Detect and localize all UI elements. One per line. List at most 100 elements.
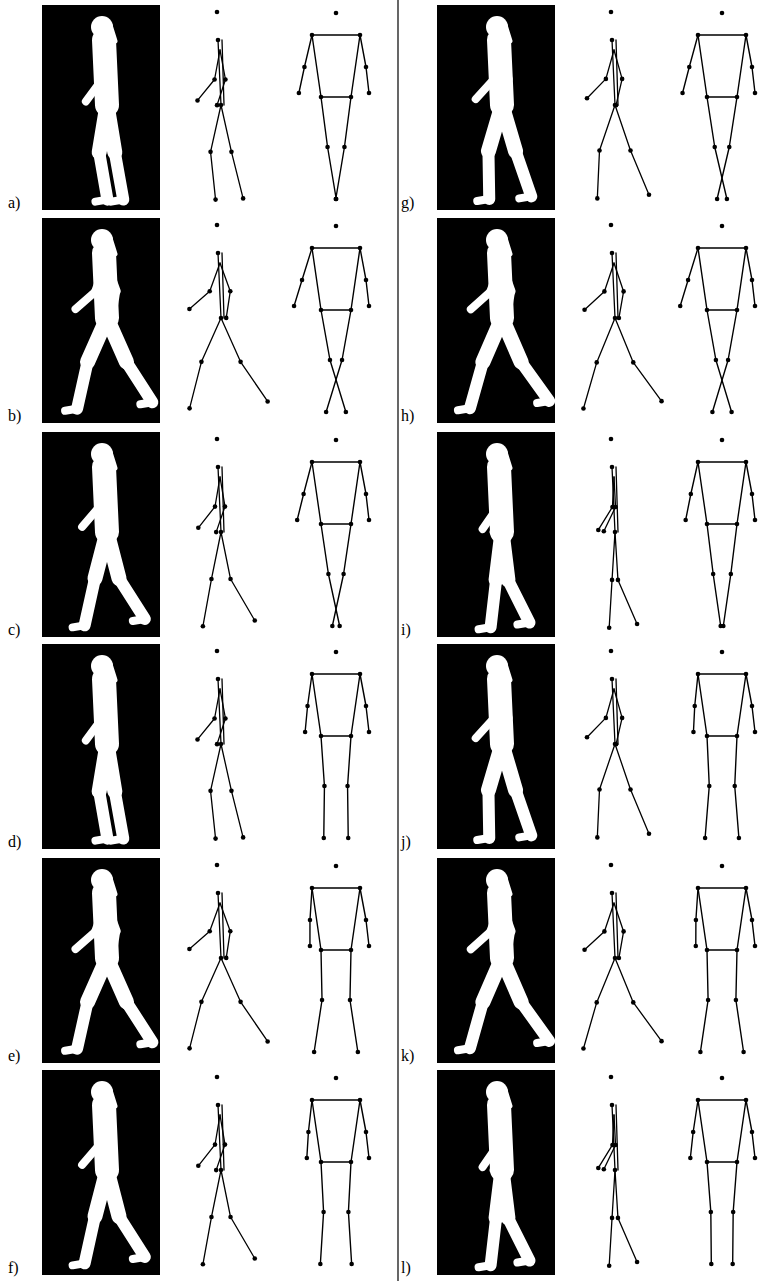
silhouette-foot	[477, 199, 489, 201]
skeleton-joint	[659, 1039, 664, 1044]
silhouette-leg	[516, 790, 532, 835]
skeleton-joint	[597, 787, 602, 792]
skeleton-head-dot	[609, 863, 614, 868]
skeleton-bone	[190, 1002, 202, 1049]
skeleton-bone	[597, 150, 599, 198]
pose-panel	[437, 1070, 757, 1275]
silhouette-leg	[482, 151, 495, 199]
skeleton-joint	[610, 38, 615, 43]
skeleton-joint	[729, 410, 734, 415]
skeleton-bone	[686, 494, 691, 520]
skeleton-joint	[216, 251, 221, 256]
skeleton-joint	[312, 1050, 317, 1055]
skeleton-joint	[305, 1156, 310, 1161]
skeleton-joint	[328, 358, 333, 363]
skeleton-joint	[319, 734, 324, 739]
skeleton-joint	[223, 77, 228, 82]
skeleton-joint	[349, 1262, 354, 1267]
panel-label: j)	[401, 834, 411, 850]
skeleton-bone	[211, 105, 221, 152]
panel-label: g)	[401, 195, 414, 211]
skeleton-bone	[312, 1099, 360, 1100]
skeleton-joint	[678, 304, 683, 309]
skeleton-joint	[212, 77, 217, 82]
silhouette-arm	[501, 718, 508, 744]
skeleton-bone	[312, 888, 321, 950]
skeleton-joint	[727, 145, 732, 150]
skeleton-bone	[215, 689, 220, 718]
skeleton-joint	[333, 197, 338, 202]
pose-panel	[437, 5, 757, 210]
skeleton-bone	[631, 150, 649, 194]
skeleton-bone	[631, 789, 649, 833]
silhouette-leg	[521, 1002, 549, 1041]
skeleton-bone	[231, 1217, 255, 1258]
skeleton-head-dot	[609, 437, 614, 442]
skeleton-bone	[604, 1145, 616, 1169]
skeleton-joint	[689, 492, 694, 497]
skeleton-joint	[212, 716, 217, 721]
skeleton-joint	[696, 246, 701, 251]
skeleton-joint	[228, 929, 233, 934]
silhouette-foot	[73, 1263, 85, 1265]
silhouette-arm	[501, 903, 511, 931]
silhouette-foot	[140, 1042, 152, 1044]
skeleton-joint	[300, 278, 305, 283]
skeleton-joint	[349, 1160, 354, 1165]
skeleton-joint	[228, 289, 233, 294]
skeleton-bone	[604, 263, 614, 291]
skeleton-joint	[750, 65, 755, 70]
silhouette-frame	[42, 858, 160, 1063]
skeleton-bone	[746, 888, 752, 920]
skeleton-bone	[210, 903, 220, 931]
skeleton-bone	[585, 931, 605, 949]
silhouette-arm	[82, 1144, 100, 1164]
skeleton-bone	[310, 888, 312, 920]
silhouette-hair	[505, 452, 510, 468]
skeleton-joint	[585, 735, 590, 740]
silhouette-frame	[42, 218, 160, 423]
skeleton-bone	[752, 920, 755, 946]
skeleton-joint	[607, 626, 612, 631]
silhouette-leg	[85, 578, 95, 625]
skeleton-bone	[360, 1100, 366, 1132]
skeleton-bone	[189, 291, 209, 309]
panel-label: k)	[401, 1048, 414, 1064]
skeleton-bone	[312, 247, 360, 248]
skeleton-joint	[686, 278, 691, 283]
skeleton-joint	[302, 65, 307, 70]
skeleton-joint	[604, 77, 609, 82]
skeleton-bone	[616, 467, 618, 532]
skeleton-joint	[303, 730, 308, 735]
skeleton-head-dot	[334, 864, 339, 869]
skeleton-joint	[209, 577, 214, 582]
skeleton-joint	[744, 1098, 749, 1103]
skeleton-bone	[707, 736, 709, 786]
skeleton-bone	[314, 1000, 322, 1052]
skeleton-joint	[321, 836, 326, 841]
silhouette-arm	[100, 477, 106, 506]
skeleton-joint	[224, 316, 229, 321]
skeleton-head-dot	[215, 437, 220, 442]
skeleton-joint	[610, 1103, 615, 1108]
skeleton-bone	[217, 79, 225, 105]
skeleton-joint	[310, 460, 315, 465]
silhouette-arm	[105, 506, 113, 532]
skeleton-bone	[321, 1162, 324, 1212]
silhouette-frame	[42, 5, 160, 210]
skeleton-head-dot	[609, 649, 614, 654]
skeleton-joint	[729, 572, 734, 577]
skeleton-joint	[750, 1130, 755, 1135]
skeleton-joint	[602, 289, 607, 294]
skeleton-joint	[344, 410, 349, 415]
skeleton-joint	[319, 948, 324, 953]
silhouette-frame	[437, 432, 555, 637]
skeleton-head-dot	[720, 1076, 725, 1081]
skeleton-joint	[706, 998, 711, 1003]
silhouette-arm	[476, 79, 494, 99]
skeleton-bone	[297, 494, 303, 520]
skeleton-bone	[330, 360, 346, 412]
skeleton-bone	[351, 1100, 360, 1162]
skeleton-bone	[707, 524, 713, 574]
